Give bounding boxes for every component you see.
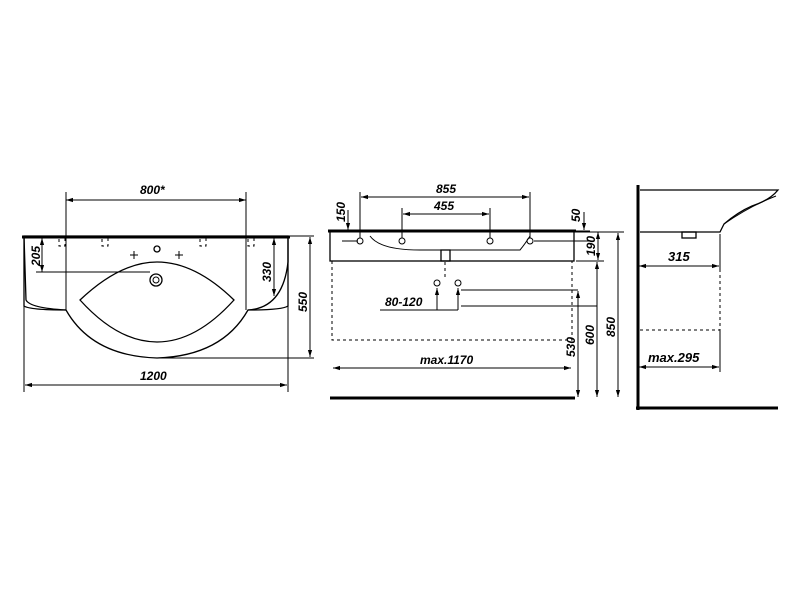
side-elevation: 855 455 150 50 190 80-120 max.1170 530 [328, 182, 624, 400]
dim-label-315: 315 [668, 249, 690, 264]
mount-hole-4 [247, 237, 255, 247]
dim-label-295: max.295 [648, 350, 700, 365]
hole-3 [486, 237, 494, 245]
hole-4 [526, 237, 534, 245]
basin-outline [23, 235, 289, 359]
bowl-profile [369, 235, 531, 251]
dim-label-455: 455 [433, 199, 454, 213]
dim-label-1170: max.1170 [420, 353, 473, 367]
hole-2 [398, 237, 406, 245]
dim-label-855: 855 [436, 182, 456, 196]
supply-right [454, 279, 462, 287]
dim-label-80-120: 80-120 [385, 295, 423, 309]
tap-cross-right [175, 251, 183, 259]
tap-hole [153, 245, 161, 253]
drain-profile [681, 231, 697, 239]
drain-circle [149, 273, 163, 287]
profile-view: 315 max.295 [636, 185, 780, 410]
dim-label-50: 50 [569, 208, 583, 222]
mount-hole-1 [58, 237, 66, 247]
tap-cross-left [130, 251, 138, 259]
counter-body [329, 230, 575, 262]
mount-hole-3 [199, 237, 207, 247]
dim-label-150: 150 [334, 202, 348, 222]
basin-lip [723, 195, 777, 225]
dim-label-530: 530 [564, 337, 578, 357]
dim-label-600: 600 [583, 325, 597, 345]
dim-label-330: 330 [260, 262, 274, 282]
dim-label-1200: 1200 [140, 369, 167, 383]
basin-profile [640, 189, 780, 233]
cabinet-outline [331, 261, 573, 341]
bowl-outline [79, 261, 235, 343]
front-view: 800* 205 330 550 1200 [22, 183, 314, 392]
dim-label-190: 190 [584, 236, 598, 256]
supply-left [433, 279, 441, 287]
dim-label-205: 205 [29, 246, 43, 267]
dim-label-800: 800* [140, 183, 166, 197]
drain-inner [152, 276, 160, 284]
mount-hole-2 [101, 237, 109, 247]
dim-label-850: 850 [604, 317, 618, 337]
dim-label-550: 550 [296, 292, 310, 312]
drain-pipe [440, 249, 451, 262]
